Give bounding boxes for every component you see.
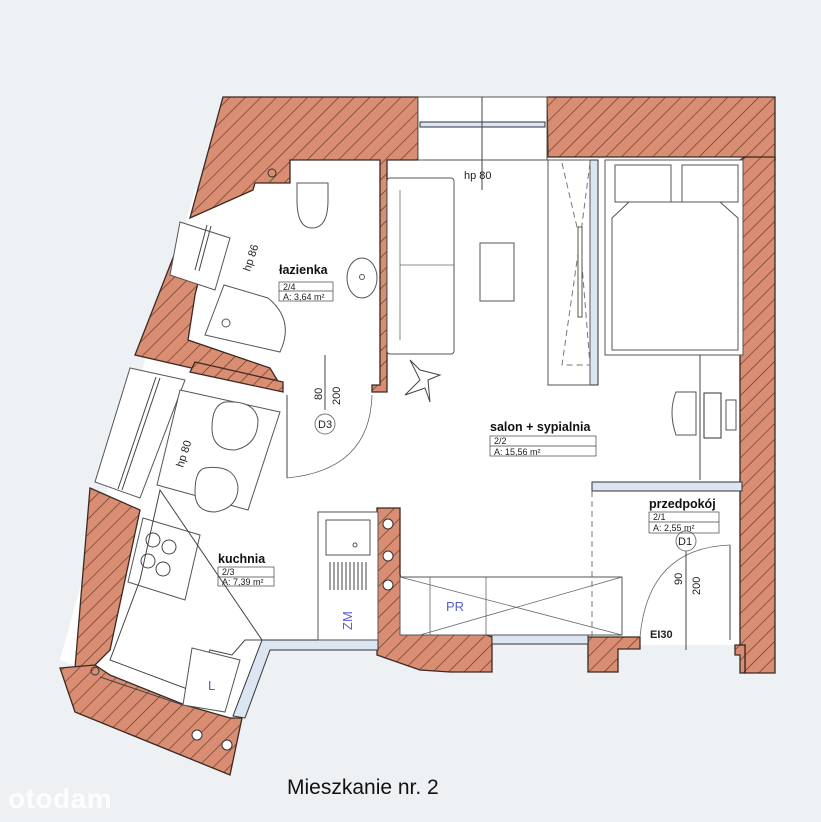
wardrobe	[399, 491, 623, 637]
svg-text:A: 3,64 m²: A: 3,64 m²	[283, 292, 325, 302]
shower-icon	[204, 284, 286, 353]
washing-machine-label: ZM	[340, 611, 355, 630]
coffee-table-icon	[479, 242, 515, 302]
watermark-logo: otodam	[8, 783, 113, 814]
svg-text:A: 2,55 m²: A: 2,55 m²	[653, 523, 695, 533]
room-label-przedpokoj: przedpokój 2/1 A: 2,55 m²	[648, 497, 720, 534]
wall-kitchen-left	[74, 487, 141, 669]
svg-text:łazienka: łazienka	[279, 263, 329, 277]
wall-right	[739, 156, 776, 674]
window-kitchen	[94, 367, 186, 499]
room-label-salon: salon + sypialnia 2/2 A: 15,56 m²	[489, 420, 597, 457]
sofa-icon	[386, 177, 455, 355]
svg-text:2/4: 2/4	[283, 282, 296, 292]
bed-icon	[611, 201, 739, 351]
bathroom-fixtures	[204, 182, 378, 353]
wall-bath-bottom	[189, 361, 284, 393]
window-label-salon: hp 80	[464, 170, 492, 182]
windows	[94, 96, 548, 499]
door-d3-height: 200	[331, 387, 343, 405]
svg-text:salon + sypialnia: salon + sypialnia	[490, 420, 591, 434]
pillow-right	[681, 164, 739, 203]
wall-bottom-right	[587, 636, 641, 673]
room-label-kuchnia: kuchnia 2/3 A: 7,39 m²	[217, 552, 275, 587]
monitor-icon	[725, 399, 737, 431]
dish-rack-icon	[329, 562, 367, 590]
window-bath	[169, 221, 231, 291]
door-d3-id: D3	[318, 419, 332, 431]
tv-icon	[577, 226, 583, 318]
door-d3	[286, 355, 373, 479]
wall-top-right	[546, 96, 776, 161]
svg-text:2/3: 2/3	[222, 567, 235, 577]
door-d1-width: 90	[673, 573, 685, 585]
stool-icon	[194, 466, 239, 513]
apartment-title: Mieszkanie nr. 2	[287, 776, 439, 799]
living-furniture	[386, 159, 744, 480]
door-d3-width: 80	[313, 388, 325, 400]
fridge-label: L	[208, 678, 215, 693]
keyboard-icon	[703, 392, 722, 439]
svg-text:A: 7,39 m²: A: 7,39 m²	[222, 577, 264, 587]
plant-icon	[404, 359, 442, 403]
kitchen-fixtures	[99, 389, 379, 713]
svg-text:2/1: 2/1	[653, 512, 666, 522]
door-d1	[639, 530, 731, 650]
room-label-lazienka: łazienka 2/4 A: 3,64 m²	[278, 263, 334, 302]
svg-text:kuchnia: kuchnia	[218, 552, 266, 566]
wall-door-jamb	[734, 644, 746, 674]
wall-bottom-left	[59, 664, 243, 776]
vents	[90, 168, 394, 751]
wardrobe-label: PR	[446, 599, 464, 614]
wall-top-left	[189, 96, 419, 393]
svg-text:A: 15,56 m²: A: 15,56 m²	[494, 447, 541, 457]
svg-text:przedpokój: przedpokój	[649, 497, 716, 511]
door-d1-id: D1	[678, 536, 692, 548]
svg-text:2/2: 2/2	[494, 436, 507, 446]
toilet-icon	[296, 182, 329, 229]
sink-icon	[346, 257, 378, 299]
door-d1-height: 200	[691, 577, 703, 595]
pillow-left	[614, 164, 672, 203]
fridge-cabinet	[182, 647, 241, 713]
kitchen-sink-icon	[325, 519, 371, 556]
chair-icon	[671, 391, 697, 436]
stool-icon	[211, 401, 259, 451]
door-d1-rating: EI30	[650, 629, 673, 641]
